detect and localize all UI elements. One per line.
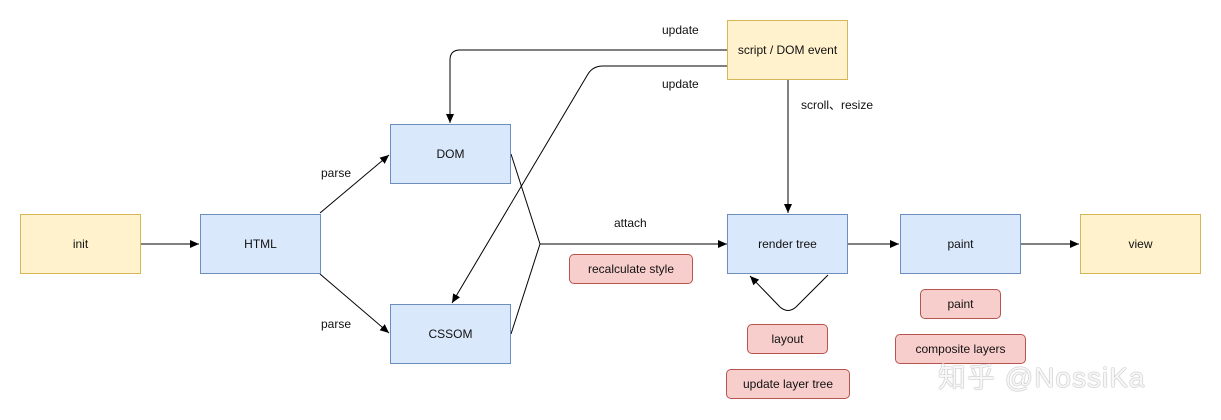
node-paint: paint bbox=[900, 214, 1021, 274]
tag-paint: paint bbox=[920, 289, 1001, 319]
label-parse-cssom: parse bbox=[321, 317, 352, 331]
label-parse-dom: parse bbox=[321, 166, 352, 180]
watermark: 知乎 @NossiKa bbox=[938, 362, 1146, 393]
tag-update-layer-tree: update layer tree bbox=[726, 369, 850, 399]
edge-script-dom bbox=[446, 49, 727, 123]
tag-layout: layout bbox=[747, 324, 828, 354]
label-attach: attach bbox=[614, 216, 647, 230]
edge-dom-merge bbox=[510, 153, 541, 245]
label-update-dom: update bbox=[662, 23, 699, 37]
label-scroll-resize: scroll、resize bbox=[801, 98, 874, 112]
node-dom: DOM bbox=[390, 124, 511, 184]
edge-script-cssom bbox=[451, 65, 727, 304]
node-view: view bbox=[1080, 214, 1201, 274]
edge-html-dom bbox=[319, 154, 390, 214]
edge-html-cssom bbox=[319, 273, 390, 334]
edge-cssom-merge bbox=[510, 243, 541, 335]
node-html: HTML bbox=[200, 214, 321, 274]
node-cssom: CSSOM bbox=[390, 304, 511, 364]
node-init: init bbox=[20, 214, 141, 274]
label-update-cssom: update bbox=[662, 77, 699, 91]
tag-composite-layers: composite layers bbox=[895, 334, 1026, 364]
edge-layout-loop bbox=[749, 274, 829, 311]
node-script-dom-event: script / DOM event bbox=[727, 20, 848, 80]
node-render-tree: render tree bbox=[727, 214, 848, 274]
tag-recalculate-style: recalculate style bbox=[569, 254, 693, 284]
